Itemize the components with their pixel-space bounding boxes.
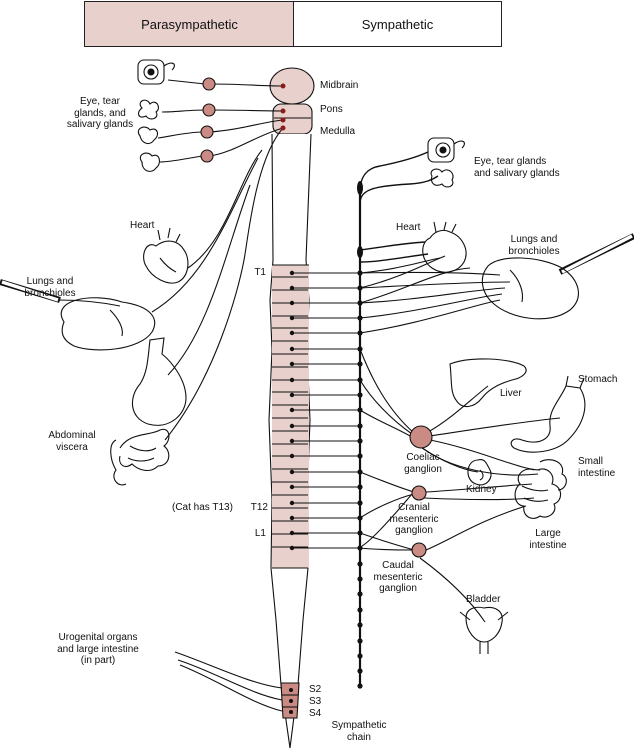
label-medulla: Medulla xyxy=(320,126,356,137)
intestine-icon-left xyxy=(110,428,170,486)
label-para-heart: Heart xyxy=(130,220,155,231)
salivary-gland-icon xyxy=(137,99,161,172)
label-s3: S3 xyxy=(309,696,322,707)
parasympathetic-ganglia xyxy=(200,77,216,163)
parasympathetic-header: Parasympathetic xyxy=(84,1,295,47)
label-caudal-mesenteric: Caudal mesenteric ganglion xyxy=(373,560,423,594)
label-large-intestine: Large intestine xyxy=(529,528,567,551)
label-stomach: Stomach xyxy=(578,374,618,385)
cardiopulmonary-fibres xyxy=(359,255,511,334)
splanchnic-nerves xyxy=(359,348,415,551)
thoracolumbar-segments xyxy=(272,264,309,569)
lungs-icon-right xyxy=(481,233,634,320)
label-symp-heart: Heart xyxy=(396,222,421,233)
kidney-icon xyxy=(467,458,492,486)
label-para-urogenital: Urogenital organs and large intestine (i… xyxy=(57,632,139,666)
caudal-mesenteric-ganglion xyxy=(411,542,427,558)
intestine-icon-right xyxy=(514,459,567,519)
coeliac-ganglion xyxy=(409,425,433,449)
label-symp-lungs: Lungs and bronchioles xyxy=(508,234,560,257)
heart-icon-right xyxy=(422,221,467,273)
vagus-nerve xyxy=(151,127,284,441)
cord-cell-bodies xyxy=(289,270,295,714)
label-cranial-mesenteric: Cranial mesenteric ganglion xyxy=(389,502,439,536)
brainstem-nuclei xyxy=(280,83,286,131)
label-liver: Liver xyxy=(500,388,522,399)
label-bladder: Bladder xyxy=(466,594,501,605)
label-para-eye: Eye, tear glands, and salivary glands xyxy=(66,96,134,130)
label-midbrain: Midbrain xyxy=(320,80,359,91)
label-s2: S2 xyxy=(309,684,322,695)
stomach-icon-right xyxy=(510,375,586,453)
parasympathetic-header-label: Parasympathetic xyxy=(141,16,238,32)
label-small-intestine: Small intestine xyxy=(578,456,616,479)
sacral-parasympathetic-nerves xyxy=(174,651,283,712)
label-cat-note: (Cat has T13) xyxy=(172,502,233,513)
liver-icon xyxy=(449,358,527,408)
label-coeliac-ganglion: Coeliac ganglion xyxy=(404,452,442,475)
preganglionic-fibres xyxy=(292,272,360,549)
label-symp-eye: Eye, tear glands and salivary glands xyxy=(474,156,560,179)
label-para-abdominal: Abdominal viscera xyxy=(48,430,96,453)
label-sympathetic-chain: Sympathetic chain xyxy=(331,720,387,743)
heart-icon-left xyxy=(143,227,189,284)
bladder-icon xyxy=(459,606,509,654)
caudal-mesenteric-branches xyxy=(419,505,527,623)
cranial-mesenteric-ganglion xyxy=(411,485,427,501)
sympathetic-header-label: Sympathetic xyxy=(361,16,434,32)
label-t1: T1 xyxy=(254,267,266,278)
label-para-lungs: Lungs and bronchioles xyxy=(24,276,76,299)
label-t12: T12 xyxy=(250,502,268,513)
label-kidney: Kidney xyxy=(466,484,497,495)
stomach-icon-left xyxy=(131,337,187,426)
label-s4: S4 xyxy=(309,708,322,719)
label-l1: L1 xyxy=(254,528,266,539)
cranial-parasympathetic-nerves xyxy=(157,79,284,163)
eye-icon xyxy=(137,59,175,85)
eye-icon-right xyxy=(427,137,465,188)
lungs-icon-left xyxy=(0,279,156,351)
label-pons: Pons xyxy=(320,104,343,115)
sympathetic-header: Sympathetic xyxy=(293,1,502,47)
brainstem xyxy=(269,67,315,135)
